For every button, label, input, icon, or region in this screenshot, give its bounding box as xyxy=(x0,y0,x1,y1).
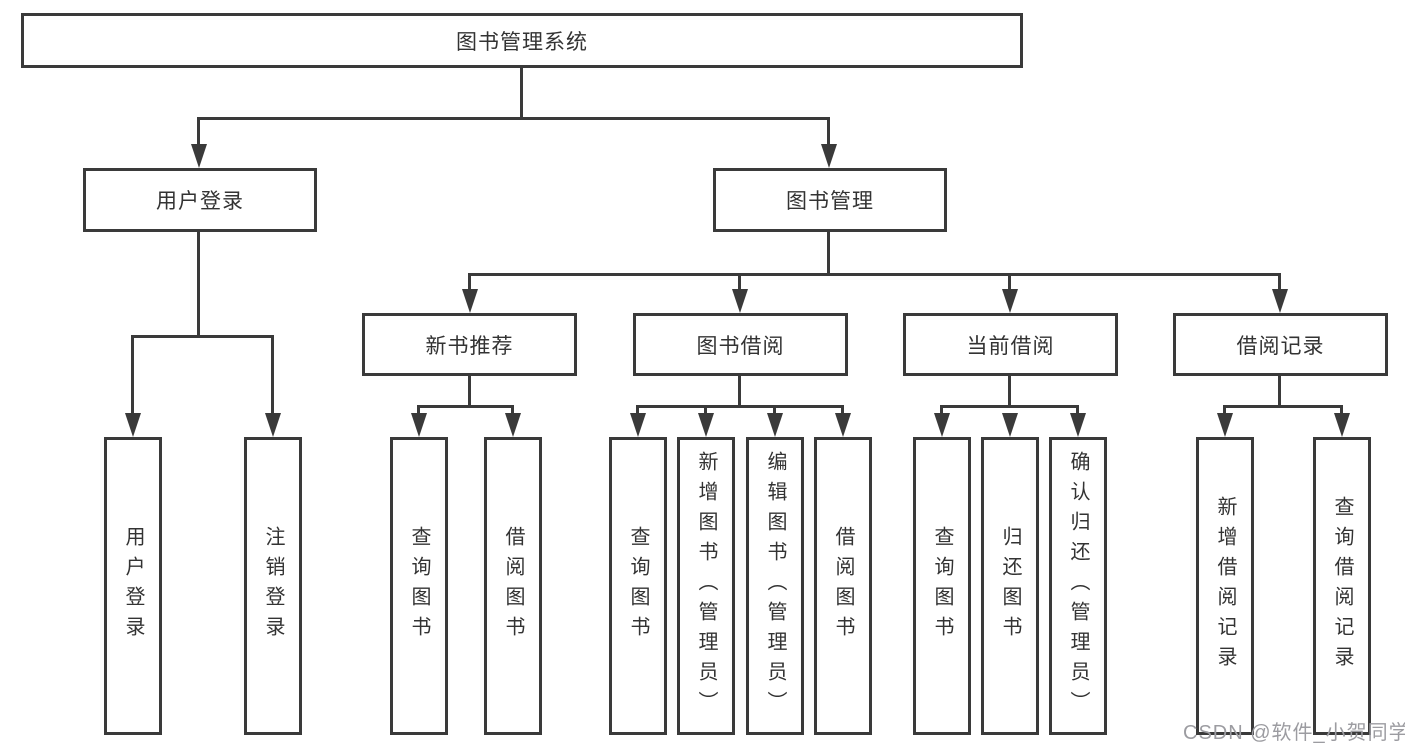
arrowhead-down-icon xyxy=(1002,289,1018,313)
node-book-management: 图书管理 xyxy=(713,168,947,232)
connector-line xyxy=(511,406,514,414)
node-query-borrow-record: 查询借阅记录 xyxy=(1313,437,1371,735)
connector-line xyxy=(417,405,514,408)
connector-drop-user-login xyxy=(197,117,200,148)
node-user-login-leaf: 用户登录 xyxy=(104,437,162,735)
leaf-label: 新增图书（管理员） xyxy=(695,451,717,721)
node-confirm-return-admin: 确认归还（管理员） xyxy=(1049,437,1107,735)
leaf-label: 查询图书 xyxy=(627,526,649,646)
connector-line xyxy=(1008,376,1011,406)
connector-line xyxy=(468,376,471,406)
arrowhead-down-icon xyxy=(191,144,207,168)
arrowhead-down-icon xyxy=(505,413,521,437)
arrowhead-down-icon xyxy=(1002,413,1018,437)
node-borrow-books: 借阅图书 xyxy=(814,437,872,735)
connector-line xyxy=(940,406,943,414)
connector-line xyxy=(1223,405,1343,408)
connector-line xyxy=(738,376,741,406)
connector-line xyxy=(841,406,844,414)
connector-line xyxy=(1278,273,1281,291)
leaf-label: 借阅图书 xyxy=(502,526,524,646)
node-user-login: 用户登录 xyxy=(83,168,317,232)
connector-line xyxy=(636,405,844,408)
connector-line xyxy=(704,406,707,414)
arrowhead-down-icon xyxy=(1334,413,1350,437)
arrowhead-down-icon xyxy=(265,413,281,437)
node-current-borrowing: 当前借阅 xyxy=(903,313,1118,376)
arrowhead-down-icon xyxy=(821,144,837,168)
connector-line xyxy=(773,406,776,414)
node-library-management-system: 图书管理系统 xyxy=(21,13,1023,68)
connector-root-stem xyxy=(520,68,523,118)
leaf-label: 查询图书 xyxy=(931,526,953,646)
node-logout-login: 注销登录 xyxy=(244,437,302,735)
leaf-label: 查询借阅记录 xyxy=(1331,496,1353,676)
node-query-books: 查询图书 xyxy=(609,437,667,735)
connector-line xyxy=(738,273,741,291)
node-add-borrow-record: 新增借阅记录 xyxy=(1196,437,1254,735)
node-query-books: 查询图书 xyxy=(390,437,448,735)
node-borrowing-records: 借阅记录 xyxy=(1173,313,1388,376)
connector-line xyxy=(636,406,639,414)
arrowhead-down-icon xyxy=(411,413,427,437)
arrowhead-down-icon xyxy=(1272,289,1288,313)
connector-line xyxy=(131,335,134,415)
leaf-label: 注销登录 xyxy=(262,526,284,646)
node-new-book-recommendation: 新书推荐 xyxy=(362,313,577,376)
arrowhead-down-icon xyxy=(934,413,950,437)
csdn-watermark: CSDN @软件_小贺同学 xyxy=(1183,722,1405,744)
connector-line xyxy=(1076,406,1079,414)
connector-drop-book-management xyxy=(827,117,830,148)
node-query-books: 查询图书 xyxy=(913,437,971,735)
arrowhead-down-icon xyxy=(125,413,141,437)
node-add-book-admin: 新增图书（管理员） xyxy=(677,437,735,735)
arrowhead-down-icon xyxy=(698,413,714,437)
leaf-label: 查询图书 xyxy=(408,526,430,646)
leaf-label: 编辑图书（管理员） xyxy=(764,451,786,721)
leaf-label: 用户登录 xyxy=(122,526,144,646)
connector-book-management-stem xyxy=(827,232,830,274)
connector-user-login-stem xyxy=(197,232,200,336)
leaf-label: 新增借阅记录 xyxy=(1214,496,1236,676)
connector-line xyxy=(271,335,274,415)
connector-line xyxy=(1340,406,1343,414)
connector-line xyxy=(940,405,1079,408)
connector-root-horizontal xyxy=(197,117,830,120)
connector-line xyxy=(1008,273,1011,291)
connector-line xyxy=(417,406,420,414)
arrowhead-down-icon xyxy=(835,413,851,437)
arrowhead-down-icon xyxy=(1070,413,1086,437)
connector-line xyxy=(468,273,471,291)
arrowhead-down-icon xyxy=(1217,413,1233,437)
node-borrow-books: 借阅图书 xyxy=(484,437,542,735)
connector-line xyxy=(1278,376,1281,406)
arrowhead-down-icon xyxy=(732,289,748,313)
arrowhead-down-icon xyxy=(462,289,478,313)
node-book-borrowing: 图书借阅 xyxy=(633,313,848,376)
node-return-books: 归还图书 xyxy=(981,437,1039,735)
connector-line xyxy=(1223,406,1226,414)
leaf-label: 借阅图书 xyxy=(832,526,854,646)
arrowhead-down-icon xyxy=(767,413,783,437)
connector-book-management-horizontal xyxy=(468,273,1281,276)
leaf-label: 确认归还（管理员） xyxy=(1067,451,1089,721)
arrowhead-down-icon xyxy=(630,413,646,437)
node-edit-book-admin: 编辑图书（管理员） xyxy=(746,437,804,735)
connector-user-login-horizontal xyxy=(131,335,274,338)
leaf-label: 归还图书 xyxy=(999,526,1021,646)
